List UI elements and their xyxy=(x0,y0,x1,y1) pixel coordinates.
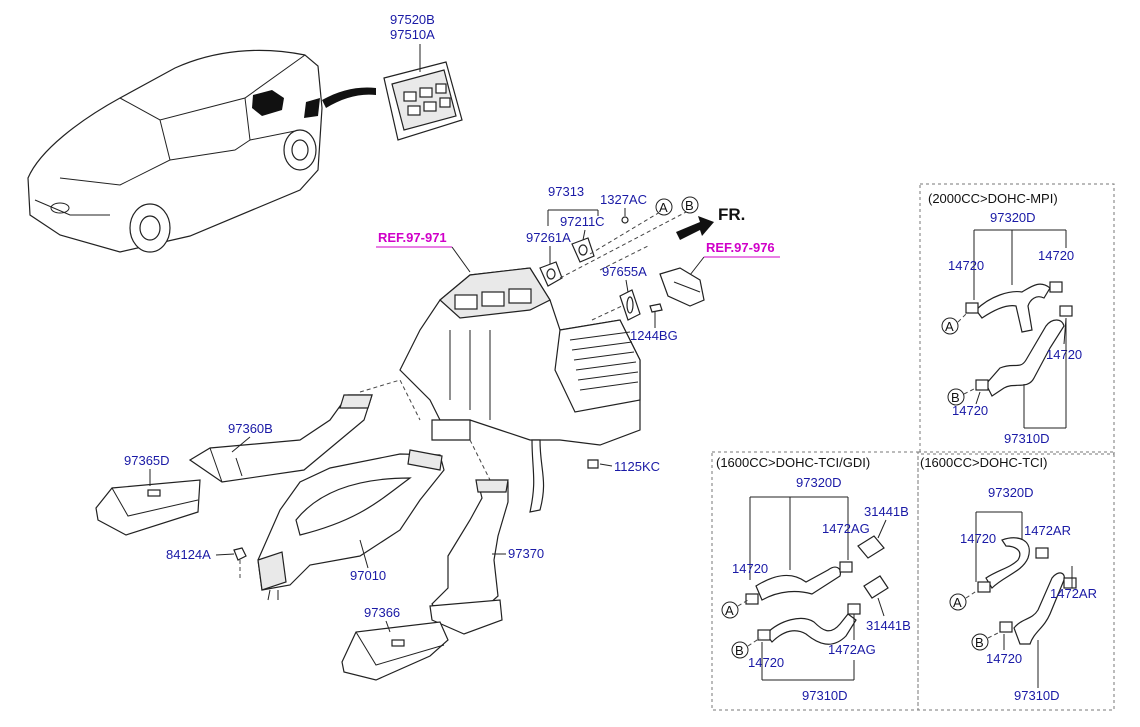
variant-box-mpi xyxy=(919,183,1115,455)
mpi-14720-bottom-label: 14720 xyxy=(952,403,988,418)
tci-gdi-97310D-label: 97310D xyxy=(802,688,848,703)
mpi-connector-b xyxy=(947,388,965,406)
variant-box-tci-gdi xyxy=(711,451,919,711)
tci-hose-97310D xyxy=(999,572,1077,645)
part-1327AC-label: 1327AC xyxy=(600,192,647,207)
tci-gdi-connector-b-label: B xyxy=(735,643,744,658)
tci-gdi-hose-97320D xyxy=(745,535,889,605)
ref-97-971-label: REF.97-971 xyxy=(378,230,447,245)
mpi-hose-97310D xyxy=(975,305,1073,397)
car-illustration xyxy=(27,49,376,253)
ref-97-976-label: REF.97-976 xyxy=(706,240,775,255)
part-97520B-label: 97520B xyxy=(390,12,435,27)
part-97510A-label: 97510A xyxy=(390,27,435,42)
tci-gdi-connector-a xyxy=(721,601,739,619)
mpi-97320D-label: 97320D xyxy=(990,210,1036,225)
variant-tci-gdi-title: (1600CC>DOHC-TCI/GDI) xyxy=(716,455,870,470)
tci-97310D-label: 97310D xyxy=(1014,688,1060,703)
tci-gdi-31441B-top-label: 31441B xyxy=(864,504,909,519)
rear-duct-97365D xyxy=(95,479,201,536)
part-97211C-label: 97211C xyxy=(560,214,605,229)
tci-hose-97320D xyxy=(977,537,1049,593)
part-1125KC-label: 1125KC xyxy=(614,459,660,474)
tci-14720-left-label: 14720 xyxy=(960,531,996,546)
part-97370-label: 97370 xyxy=(508,546,544,561)
tci-gdi-14720-left-label: 14720 xyxy=(732,561,768,576)
tci-connector-a-label: A xyxy=(953,595,962,610)
tci-gdi-connector-a-label: A xyxy=(725,603,734,618)
part-1244BG-label: 1244BG xyxy=(630,328,678,343)
part-97010-label: 97010 xyxy=(350,568,386,583)
clip-84124A xyxy=(233,547,247,578)
tci-1472AR-right-label: 1472AR xyxy=(1050,586,1097,601)
tci-gdi-1472AG-top-label: 1472AG xyxy=(822,521,870,536)
mpi-14720-left-label: 14720 xyxy=(948,258,984,273)
front-duct-97370 xyxy=(429,479,509,635)
tci-gdi-1472AG-bottom-label: 1472AG xyxy=(828,642,876,657)
connector-b-label: B xyxy=(685,198,694,213)
tci-gdi-14720-bottom-label: 14720 xyxy=(748,655,784,670)
tci-connector-a xyxy=(949,593,967,611)
part-97366-label: 97366 xyxy=(364,605,400,620)
heater-blower-unit xyxy=(399,267,641,513)
part-97655A-label: 97655A xyxy=(602,264,647,279)
part-97313-label: 97313 xyxy=(548,184,584,199)
mpi-14720-mid-right-label: 14720 xyxy=(1046,347,1082,362)
tci-14720-bottom-label: 14720 xyxy=(986,651,1022,666)
part-84124A-label: 84124A xyxy=(166,547,211,562)
main-duct-97010 xyxy=(257,449,445,601)
connector-b-marker xyxy=(681,196,699,214)
rear-vent-grille xyxy=(383,44,463,141)
gaskets-small-parts xyxy=(539,216,705,469)
tci-gdi-31441B-bottom-label: 31441B xyxy=(866,618,911,633)
mpi-connector-b-label: B xyxy=(951,390,960,405)
tci-gdi-connector-b xyxy=(731,641,749,659)
variant-tci-title: (1600CC>DOHC-TCI) xyxy=(920,455,1048,470)
part-97261A-label: 97261A xyxy=(526,230,571,245)
connector-a-label: A xyxy=(659,200,668,215)
front-direction-arrow xyxy=(676,216,714,240)
variant-box-tci xyxy=(917,451,1115,711)
part-97365D-label: 97365D xyxy=(124,453,170,468)
tci-gdi-hose-97310D xyxy=(757,603,861,645)
tci-connector-b xyxy=(971,633,989,651)
tci-1472AR-top-label: 1472AR xyxy=(1024,523,1071,538)
tci-connector-b-label: B xyxy=(975,635,984,650)
mpi-connector-a-label: A xyxy=(945,319,954,334)
tci-97320D-label: 97320D xyxy=(988,485,1034,500)
connector-a-marker xyxy=(655,198,673,216)
front-duct-97366 xyxy=(341,621,449,681)
mpi-97310D-label: 97310D xyxy=(1004,431,1050,446)
mpi-hose-97320D xyxy=(965,281,1063,333)
tci-gdi-97320D-label: 97320D xyxy=(796,475,842,490)
part-97360B-label: 97360B xyxy=(228,421,273,436)
mpi-14720-top-right-label: 14720 xyxy=(1038,248,1074,263)
front-direction-label: FR. xyxy=(718,205,745,224)
variant-mpi-title: (2000CC>DOHC-MPI) xyxy=(928,191,1058,206)
mpi-connector-a xyxy=(941,317,959,335)
rear-duct-97360B xyxy=(188,394,373,483)
